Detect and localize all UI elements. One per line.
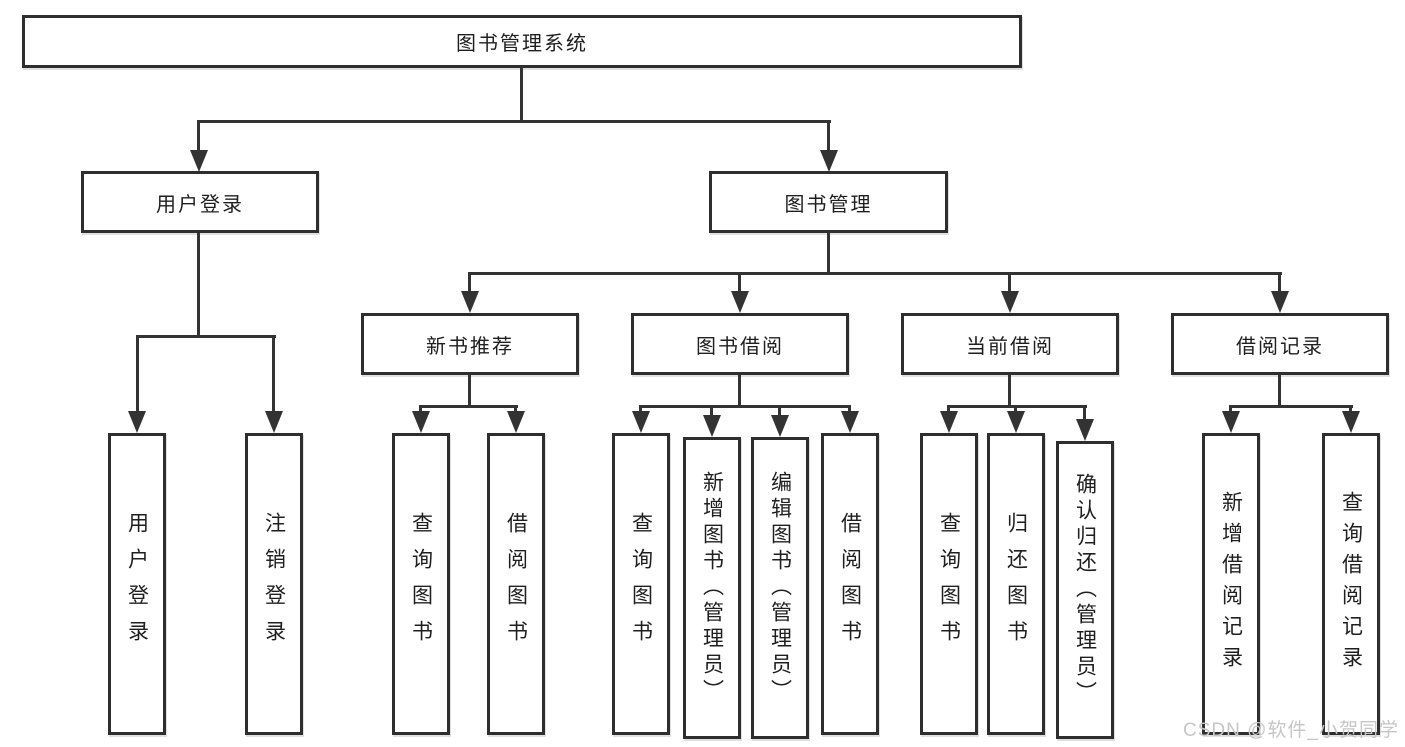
leaf-return-book: 归还图书	[987, 433, 1045, 735]
connector-line	[1014, 405, 1017, 415]
connector-line	[848, 405, 851, 415]
leaf-user-login: 用户登录	[108, 433, 166, 735]
leaf-borrow-books-label: 借阅图书	[838, 512, 862, 656]
leaf-add-book-admin-label: 新增图书（管理员）	[700, 471, 724, 705]
arrow-down-icon	[820, 150, 838, 172]
connector-line	[419, 405, 422, 415]
leaf-edit-book-admin-label: 编辑图书（管理员）	[768, 471, 792, 705]
node-book-management: 图书管理	[709, 171, 948, 233]
node-root-label: 图书管理系统	[456, 33, 588, 55]
node-book-borrowing: 图书借阅	[631, 313, 849, 375]
connector-line	[947, 405, 1087, 408]
leaf-query-books-recommend-label: 查询图书	[409, 512, 433, 656]
connector-line	[639, 405, 851, 408]
leaf-logout-label: 注销登录	[262, 512, 286, 656]
arrow-down-icon	[1007, 411, 1025, 433]
leaf-query-borrow-record: 查询借阅记录	[1322, 433, 1380, 735]
connector-line	[738, 272, 741, 295]
connector-line	[639, 405, 642, 415]
leaf-query-books-borrowing-label: 查询图书	[629, 512, 653, 656]
connector-line	[710, 405, 713, 419]
arrow-down-icon	[1271, 291, 1289, 313]
leaf-edit-book-admin: 编辑图书（管理员）	[751, 437, 809, 739]
connector-line	[1349, 405, 1352, 415]
node-book-management-label: 图书管理	[784, 193, 873, 216]
connector-line	[1083, 405, 1086, 421]
connector-line	[468, 375, 471, 408]
leaf-user-login-label: 用户登录	[125, 512, 149, 656]
arrow-down-icon	[841, 411, 859, 433]
arrow-down-icon	[412, 411, 430, 433]
connector-line	[197, 120, 831, 123]
connector-line	[778, 405, 781, 419]
node-user-login-label: 用户登录	[156, 193, 244, 216]
connector-line	[136, 335, 276, 338]
node-current-borrowing-label: 当前借阅	[966, 335, 1054, 358]
connector-line	[514, 405, 517, 415]
leaf-add-borrow-record-label: 新增借阅记录	[1219, 491, 1243, 677]
leaf-borrow-books-recommend-label: 借阅图书	[504, 512, 528, 656]
arrow-down-icon	[703, 415, 721, 437]
connector-line	[1229, 405, 1353, 408]
leaf-confirm-return-admin-label: 确认归还（管理员）	[1073, 473, 1097, 707]
arrow-down-icon	[1222, 411, 1240, 433]
connector-line	[1278, 375, 1281, 408]
connector-line	[468, 272, 1282, 275]
connector-line	[468, 272, 471, 295]
leaf-query-books-recommend: 查询图书	[392, 433, 450, 735]
node-current-borrowing: 当前借阅	[901, 313, 1119, 375]
node-borrow-records: 借阅记录	[1171, 313, 1389, 375]
arrow-down-icon	[632, 411, 650, 433]
arrow-down-icon	[265, 411, 283, 433]
connector-line	[738, 375, 741, 408]
connector-line	[947, 405, 950, 415]
connector-line	[272, 335, 275, 415]
node-borrow-records-label: 借阅记录	[1236, 335, 1324, 358]
arrow-down-icon	[771, 415, 789, 437]
connector-line	[520, 68, 523, 123]
leaf-confirm-return-admin: 确认归还（管理员）	[1056, 441, 1114, 739]
connector-line	[136, 335, 139, 415]
leaf-borrow-books-recommend: 借阅图书	[487, 433, 545, 735]
connector-line	[1008, 272, 1011, 295]
node-user-login: 用户登录	[81, 171, 319, 233]
connector-line	[197, 233, 200, 338]
leaf-query-borrow-record-label: 查询借阅记录	[1339, 491, 1363, 677]
leaf-borrow-books: 借阅图书	[821, 433, 879, 735]
leaf-add-borrow-record: 新增借阅记录	[1202, 433, 1260, 735]
leaf-query-books-current-label: 查询图书	[937, 512, 961, 656]
connector-line	[419, 405, 518, 408]
connector-line	[1229, 405, 1232, 415]
leaf-query-books-borrowing: 查询图书	[612, 433, 670, 735]
arrow-down-icon	[731, 291, 749, 313]
arrow-down-icon	[128, 411, 146, 433]
leaf-logout: 注销登录	[245, 433, 303, 735]
node-new-book-recommend-label: 新书推荐	[426, 335, 514, 358]
leaf-add-book-admin: 新增图书（管理员）	[683, 437, 741, 739]
node-new-book-recommend: 新书推荐	[361, 313, 579, 375]
arrow-down-icon	[190, 150, 208, 172]
arrow-down-icon	[1001, 291, 1019, 313]
arrow-down-icon	[507, 411, 525, 433]
connector-line	[1008, 375, 1011, 408]
leaf-query-books-current: 查询图书	[920, 433, 978, 735]
node-book-borrowing-label: 图书借阅	[696, 335, 784, 358]
arrow-down-icon	[1342, 411, 1360, 433]
connector-line	[827, 233, 830, 275]
connector-line	[827, 120, 830, 153]
node-root: 图书管理系统	[22, 15, 1022, 68]
connector-line	[197, 120, 200, 153]
watermark: CSDN @软件_小贺同学	[1183, 720, 1399, 741]
arrow-down-icon	[461, 291, 479, 313]
arrow-down-icon	[940, 411, 958, 433]
leaf-return-book-label: 归还图书	[1004, 512, 1028, 656]
arrow-down-icon	[1076, 419, 1094, 441]
connector-line	[1278, 272, 1281, 295]
